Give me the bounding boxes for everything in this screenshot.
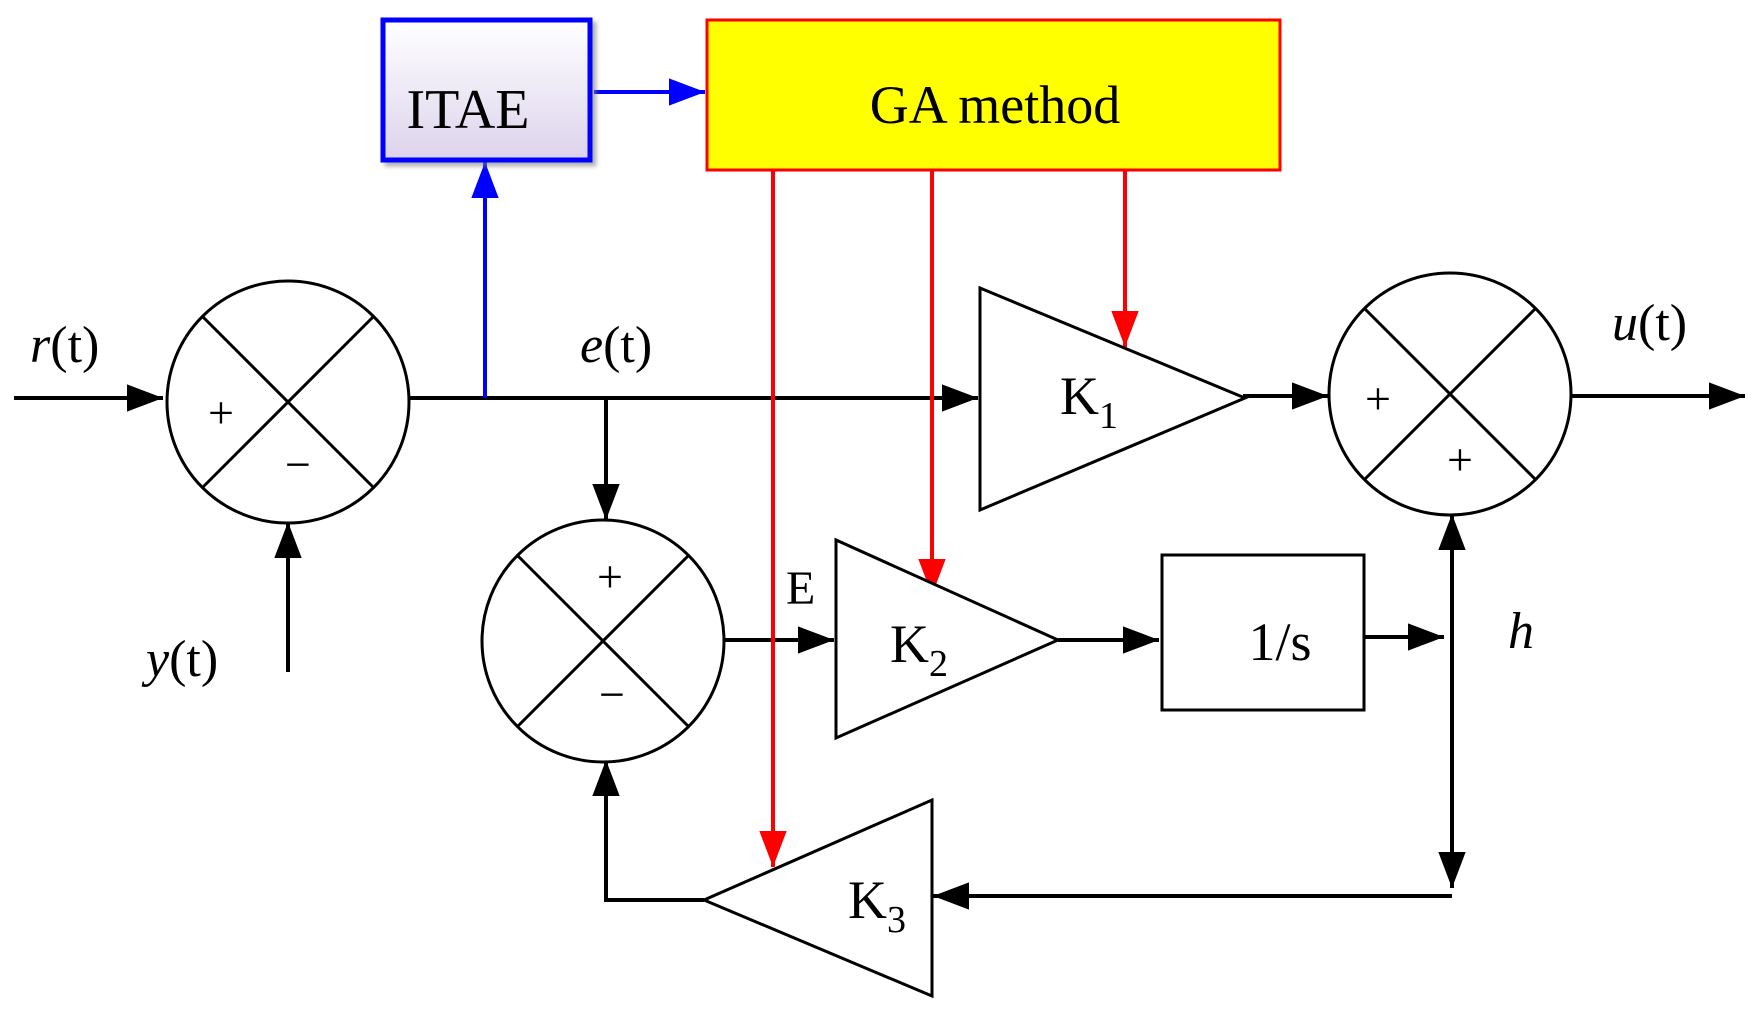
gain-k3: K3 xyxy=(700,797,934,999)
label-e-t: e(t) xyxy=(580,317,652,374)
itae-label: ITAE xyxy=(406,79,529,141)
ga-label: GA method xyxy=(870,75,1121,135)
sum2-minus: − xyxy=(599,669,625,720)
ga-method-block: GA method xyxy=(705,18,1282,172)
label-r-t: r(t) xyxy=(30,317,99,374)
summing-junction-2 xyxy=(480,518,726,764)
k3-label: K3 xyxy=(848,870,906,941)
label-u-t: u(t) xyxy=(1612,295,1687,352)
sum3-plus-left: + xyxy=(1365,373,1391,424)
sum2-cross-b xyxy=(515,553,691,729)
wire-k3-to-sum2 xyxy=(592,760,704,902)
gain-k1: K1 xyxy=(978,285,1249,513)
integrator-box xyxy=(1160,553,1366,712)
sum1-plus: + xyxy=(208,387,234,438)
summing-junction-1 xyxy=(165,279,411,525)
label-E: E xyxy=(786,562,815,615)
ga-box xyxy=(705,18,1282,172)
k2-triangle xyxy=(834,537,1062,741)
integrator-label: 1/s xyxy=(1248,612,1311,672)
k3-triangle xyxy=(700,797,934,999)
ga-tuning-links xyxy=(759,165,1139,867)
label-h: h xyxy=(1508,603,1534,660)
k1-triangle xyxy=(978,285,1249,513)
signal-wires xyxy=(14,382,1745,910)
sum1-minus: − xyxy=(285,439,311,490)
sum2-plus: + xyxy=(597,551,623,602)
sum3-plus-bottom: + xyxy=(1447,434,1473,485)
k1-label: K1 xyxy=(1060,366,1118,437)
integrator-block: 1/s xyxy=(1160,553,1366,712)
gain-k2: K2 xyxy=(834,537,1062,741)
summing-junction-3 xyxy=(1327,271,1573,517)
k2-label: K2 xyxy=(890,614,948,685)
sum3-cross-b xyxy=(1362,306,1538,482)
itae-block: ITAE xyxy=(380,17,593,163)
itae-links xyxy=(471,78,705,398)
itae-box xyxy=(380,17,593,163)
sum1-cross-b xyxy=(200,314,376,490)
label-y-t: y(t) xyxy=(141,631,218,688)
